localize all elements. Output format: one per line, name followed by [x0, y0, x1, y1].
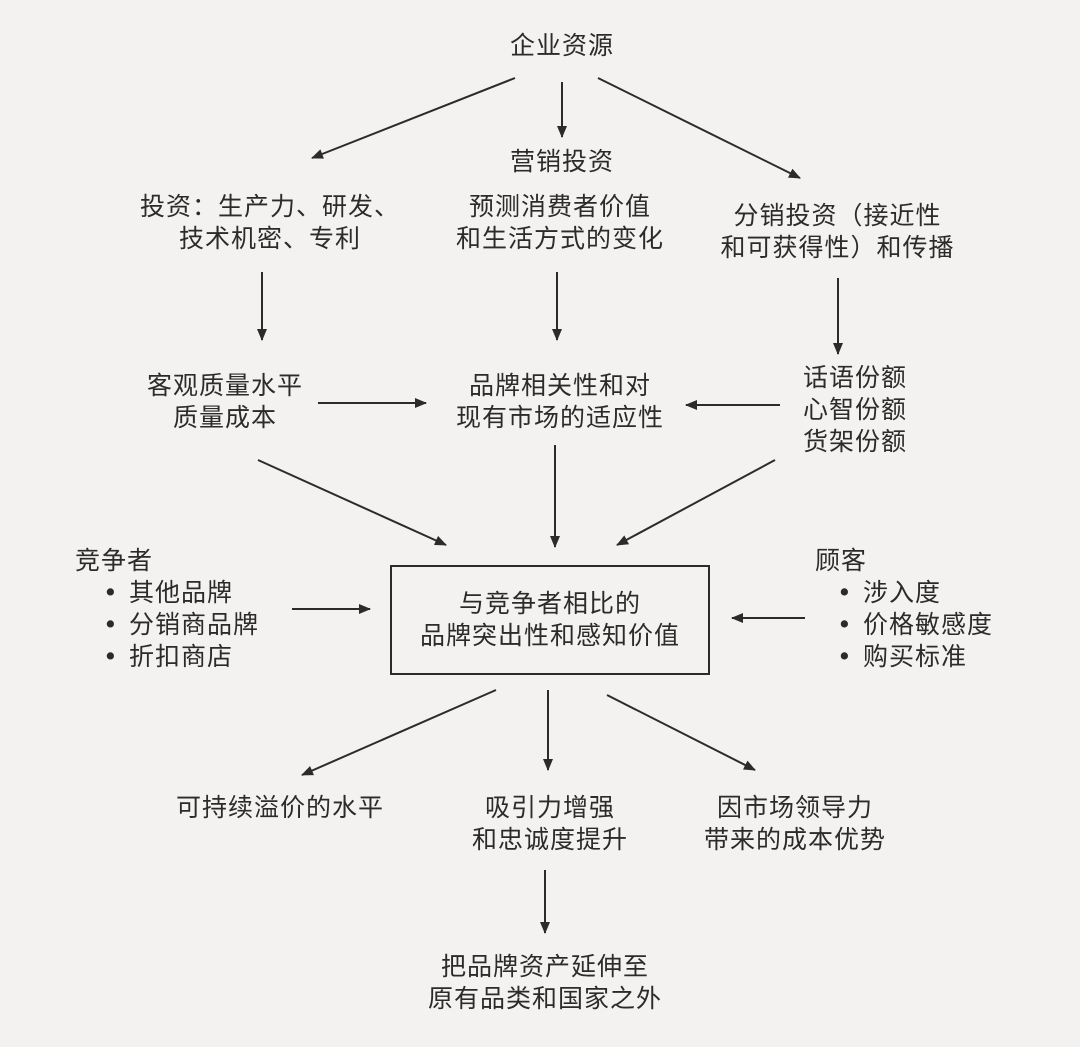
bullet: • — [837, 610, 853, 639]
core-text: 与竞争者相比的 品牌突出性和感知价值 — [420, 588, 680, 652]
node-share-metrics: 话语份额 心智份额 货架份额 — [780, 362, 930, 458]
bullet: • — [837, 642, 853, 671]
node-text-line-2: 技术机密、专利 — [178, 224, 361, 253]
customer-item-text: 购买标准 — [863, 642, 968, 671]
node-text-line-2: 心智份额 — [802, 395, 907, 424]
arrow-core-to-cost — [606, 694, 756, 771]
node-text: 可持续溢价的水平 — [175, 793, 384, 822]
competitor-item-text: 折扣商店 — [129, 642, 234, 671]
node-core-brand-value: 与竞争者相比的 品牌突出性和感知价值 — [390, 565, 710, 675]
arrow-resources-to-investment — [311, 77, 516, 159]
bullet: • — [103, 610, 119, 639]
node-text-line-1: 分销投资（接近性 — [733, 201, 942, 230]
arrow-quality-to-core — [257, 459, 447, 546]
node-text-line-2: 和可获得性）和传播 — [720, 233, 955, 262]
node-text-line-1: 投资：生产力、研发、 — [139, 192, 400, 221]
node-text-line-2: 和生活方式的变化 — [455, 224, 664, 253]
node-text-line-1: 因市场领导力 — [716, 793, 873, 822]
node-text-line-1: 把品牌资产延伸至 — [440, 952, 649, 981]
node-investment-rd: 投资：生产力、研发、 技术机密、专利 — [110, 191, 430, 255]
customers-title: 顾客 — [815, 546, 868, 575]
node-forecast-consumer: 预测消费者价值 和生活方式的变化 — [445, 191, 675, 255]
node-cost-advantage: 因市场领导力 带来的成本优势 — [680, 792, 910, 856]
arrow-share-to-core — [616, 459, 776, 546]
node-attraction-loyalty: 吸引力增强 和忠诚度提升 — [445, 792, 655, 856]
node-text-line-1: 品牌相关性和对 — [468, 371, 651, 400]
competitor-item-text: 其他品牌 — [129, 578, 234, 607]
core-text-line-1: 与竞争者相比的 — [458, 589, 641, 618]
node-text-line-3: 货架份额 — [802, 427, 907, 456]
node-text-line-2: 原有品类和国家之外 — [427, 984, 662, 1013]
node-premium-level: 可持续溢价的水平 — [150, 792, 410, 824]
node-text: 企业资源 — [509, 31, 614, 60]
node-brand-relevance: 品牌相关性和对 现有市场的适应性 — [435, 370, 685, 434]
customer-item-text: 价格敏感度 — [863, 610, 994, 639]
competitors-title: 竞争者 — [75, 546, 154, 575]
competitor-item: • 分销商品牌 — [75, 609, 290, 641]
competitor-item: • 折扣商店 — [75, 641, 290, 673]
node-text-line-2: 带来的成本优势 — [703, 825, 886, 854]
node-text-line-2: 质量成本 — [172, 403, 277, 432]
customer-item: • 涉入度 — [815, 577, 1015, 609]
competitor-item-text: 分销商品牌 — [129, 610, 260, 639]
node-objective-quality: 客观质量水平 质量成本 — [125, 370, 325, 434]
node-text-line-2: 现有市场的适应性 — [455, 403, 664, 432]
node-text-line-1: 客观质量水平 — [146, 371, 303, 400]
bullet: • — [103, 642, 119, 671]
node-text-line-1: 话语份额 — [802, 363, 907, 392]
bullet: • — [837, 578, 853, 607]
arrow-resources-to-distribution — [597, 77, 801, 179]
node-distribution-investment: 分销投资（接近性 和可获得性）和传播 — [700, 200, 975, 264]
bullet: • — [103, 578, 119, 607]
node-customers: 顾客 • 涉入度 • 价格敏感度 • 购买标准 — [815, 545, 1015, 673]
node-competitors: 竞争者 • 其他品牌 • 分销商品牌 • 折扣商店 — [75, 545, 290, 673]
arrow-core-to-premium — [301, 689, 497, 776]
node-text-line-2: 和忠诚度提升 — [471, 825, 628, 854]
customer-item: • 价格敏感度 — [815, 609, 1015, 641]
node-text-line-1: 吸引力增强 — [484, 793, 615, 822]
node-marketing-investment: 营销投资 — [462, 146, 662, 178]
customer-item: • 购买标准 — [815, 641, 1015, 673]
node-enterprise-resources: 企业资源 — [462, 30, 662, 62]
node-text: 营销投资 — [509, 147, 614, 176]
competitor-item: • 其他品牌 — [75, 577, 290, 609]
customer-item-text: 涉入度 — [863, 578, 942, 607]
core-text-line-2: 品牌突出性和感知价值 — [419, 621, 680, 650]
node-extension: 把品牌资产延伸至 原有品类和国家之外 — [405, 951, 685, 1015]
node-text-line-1: 预测消费者价值 — [468, 192, 651, 221]
